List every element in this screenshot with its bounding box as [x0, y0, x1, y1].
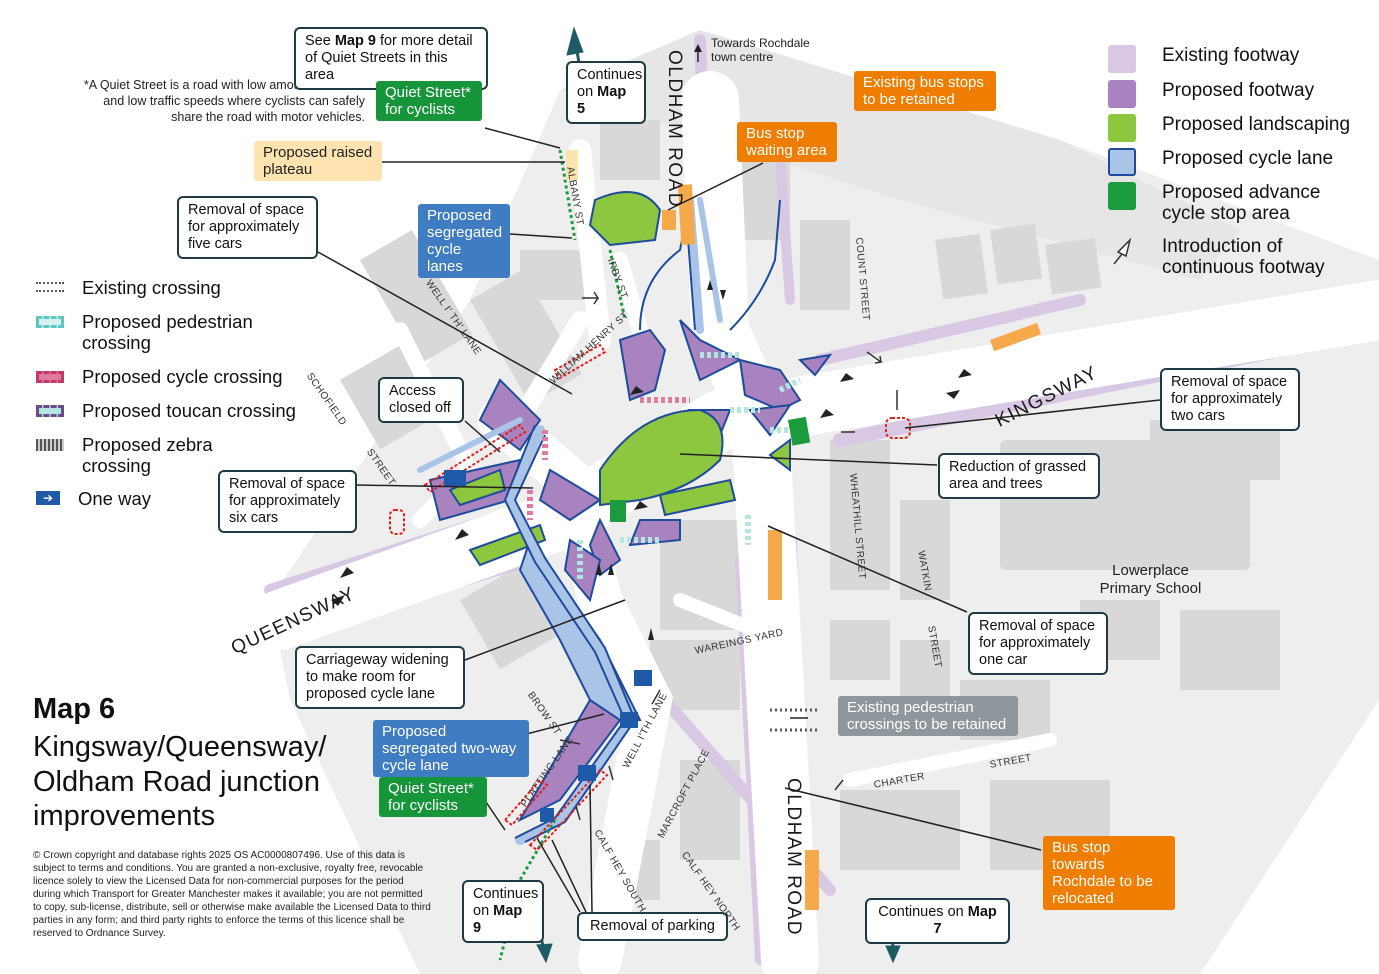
see-map9-note: See Map 9 for more detail of Quiet Stree…	[294, 27, 488, 90]
parking-removal-outlines	[389, 343, 911, 852]
see-map9-bold: Map 9	[334, 33, 376, 49]
legend-label: Proposed pedestrian crossing	[82, 311, 253, 353]
segregated-lanes-label: Proposed segregated cycle lanes	[418, 204, 510, 278]
lane-arrows	[331, 280, 972, 640]
quiet-street-label-bottom: Quiet Street* for cyclists	[379, 777, 487, 817]
legend-swatch	[36, 439, 64, 451]
buildings	[339, 120, 1280, 900]
legend-swatch	[1108, 80, 1136, 108]
one-car-callout: Removal of space for approximately one c…	[968, 612, 1108, 675]
legend-label: Existing crossing	[82, 277, 221, 298]
copyright-notice: © Crown copyright and database rights 20…	[33, 850, 431, 939]
removal-of-parking-callout: Removal of parking	[577, 912, 728, 941]
two-way-cycle-lane-label: Proposed segregated two-way cycle lane	[373, 720, 529, 777]
five-cars-callout: Removal of space for approximately five …	[177, 196, 318, 259]
one-way-markers	[444, 470, 652, 822]
legend-existing-footway: Existing footway	[1108, 45, 1299, 73]
legend-proposed-footway: Proposed footway	[1108, 80, 1314, 108]
advance-stop-areas	[610, 416, 811, 522]
legend-proposed-cycle-lane: Proposed cycle lane	[1108, 148, 1333, 176]
see-map9-pre: See	[305, 33, 331, 49]
continues-text: Continues on	[878, 904, 964, 920]
legend-swatch	[1108, 114, 1136, 142]
bus-stop-waiting-label: Bus stop waiting area	[737, 122, 837, 162]
continues-map9-callout: Continues on Map 9	[462, 880, 544, 943]
access-closed-callout: Access closed off	[378, 377, 464, 423]
towards-rochdale-note: Towards Rochdale town centre	[711, 36, 810, 64]
legend-label: Proposed cycle crossing	[82, 366, 283, 387]
one-way-arrow-icon: ➔	[36, 491, 60, 505]
continues-map: Map 5	[577, 84, 627, 117]
legend-existing-crossing: Existing crossing	[36, 277, 221, 298]
continues-map: Map 7	[933, 904, 997, 937]
continues-map: Map 9	[473, 903, 523, 936]
leader-lines	[317, 127, 1161, 913]
legend-swatch	[1108, 148, 1136, 176]
legend-one-way: ➔ One way	[36, 488, 151, 509]
raised-plateau-label: Proposed raised plateau	[254, 141, 382, 181]
existing-bus-stops-label: Existing bus stops to be retained	[854, 71, 996, 111]
carriageway-widening-callout: Carriageway widening to make room for pr…	[295, 646, 465, 709]
six-cars-callout: Removal of space for approximately six c…	[218, 470, 357, 533]
school-label: Lowerplace Primary School	[1099, 562, 1202, 597]
legend-swatch	[1108, 182, 1136, 210]
legend-label: Existing footway	[1162, 45, 1300, 66]
legend-label: Proposed footway	[1162, 80, 1315, 101]
crossings	[527, 352, 820, 732]
landscaping	[448, 191, 791, 567]
legend-label: Proposed advance cycle stop area	[1162, 182, 1321, 224]
legend-label: Introduction of continuous footway	[1162, 236, 1325, 278]
road-label-oldham-bottom: OLDHAM ROAD	[783, 778, 804, 936]
map-title: Map 6	[33, 693, 116, 725]
road-label-oldham-top: OLDHAM ROAD	[664, 50, 685, 208]
legend-zebra-crossing: Proposed zebra crossing	[36, 434, 242, 476]
continues-text: Continues on	[577, 67, 643, 100]
continuous-footway-icon	[1108, 236, 1136, 265]
see-map9-post: for more detail of Quiet Streets in this…	[305, 33, 473, 83]
legend-swatch	[1108, 45, 1136, 73]
existing-ped-crossings-label: Existing pedestrian crossings to be reta…	[838, 696, 1018, 736]
legend-swatch	[36, 282, 64, 292]
legend-cycle-crossing: Proposed cycle crossing	[36, 366, 283, 387]
legend-swatch	[36, 316, 64, 328]
legend-toucan-crossing: Proposed toucan crossing	[36, 400, 296, 421]
legend-label: Proposed cycle lane	[1162, 148, 1334, 169]
quiet-street-label-top: Quiet Street* for cyclists	[376, 81, 482, 121]
legend-label: Proposed landscaping	[1162, 114, 1351, 135]
legend-swatch	[36, 371, 64, 383]
continues-map5-callout: Continues on Map 5	[566, 61, 646, 124]
grassed-area-callout: Reduction of grassed area and trees	[938, 453, 1100, 499]
legend-pedestrian-crossing: Proposed pedestrian crossing	[36, 311, 272, 353]
legend-advance-stop: Proposed advance cycle stop area	[1108, 182, 1342, 224]
legend-swatch	[36, 405, 64, 417]
continuous-footway-markers	[559, 291, 898, 821]
two-cars-callout: Removal of space for approximately two c…	[1160, 368, 1300, 431]
continues-text: Continues on	[473, 886, 539, 919]
continues-map7-callout: Continues on Map 7	[865, 898, 1010, 944]
legend-label: One way	[78, 488, 152, 509]
legend-label: Proposed toucan crossing	[82, 400, 296, 421]
legend-label: Proposed zebra crossing	[82, 434, 213, 476]
bus-stop-relocated-label: Bus stop towards Rochdale to be relocate…	[1043, 836, 1175, 910]
legend-continuous-footway: Introduction of continuous footway	[1108, 236, 1352, 278]
map-subtitle: Kingsway/Queensway/ Oldham Road junction…	[33, 731, 327, 832]
legend-proposed-landscaping: Proposed landscaping	[1108, 114, 1350, 142]
